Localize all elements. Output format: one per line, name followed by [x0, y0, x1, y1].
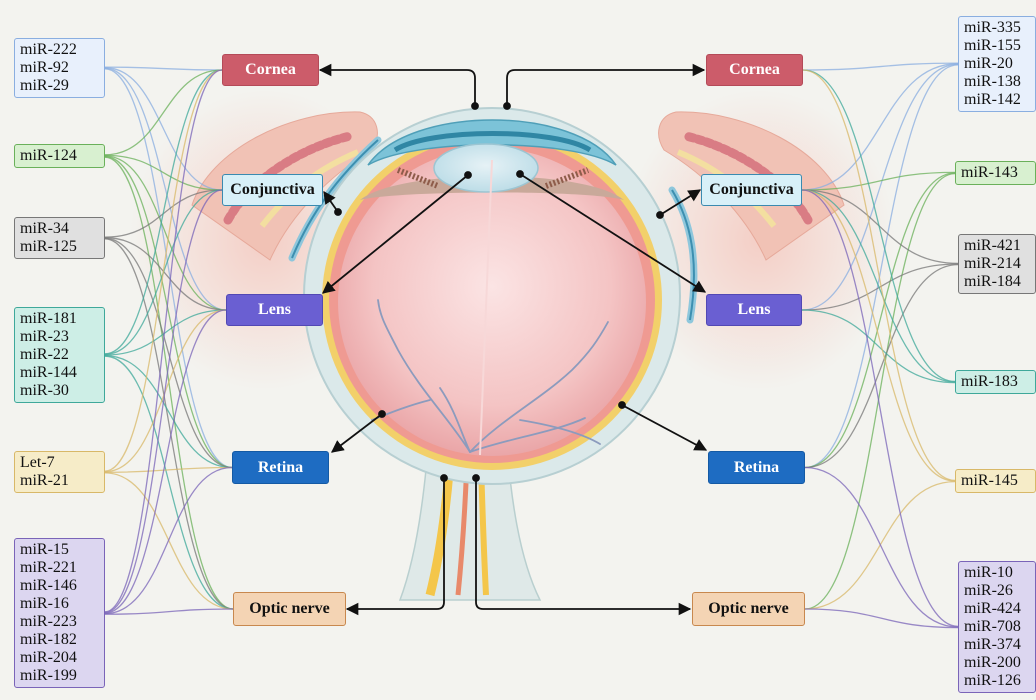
mirna-label: miR-204: [20, 649, 99, 667]
tissue-box-lens: Lens: [706, 294, 802, 326]
mirna-label: miR-183: [961, 373, 1030, 391]
tissue-box-retina: Retina: [232, 451, 329, 484]
mirna-label: miR-199: [20, 667, 99, 685]
mirna-label: miR-335: [964, 19, 1030, 37]
tissue-box-conjunctiva: Conjunctiva: [701, 174, 802, 206]
mirna-connection-curve: [105, 356, 233, 609]
mirna-connection-curve: [105, 609, 233, 614]
mirna-label: miR-182: [20, 631, 99, 649]
tissue-box-conjunctiva: Conjunctiva: [222, 174, 323, 206]
tissue-box-optic-nerve: Optic nerve: [692, 592, 805, 626]
mirna-label: miR-125: [20, 238, 99, 256]
mirna-label: miR-16: [20, 595, 99, 613]
mirna-label: miR-92: [20, 59, 99, 77]
mirna-group-box: miR-34 miR-125: [14, 217, 105, 259]
mirna-group-box: miR-15 miR-221 miR-146 miR-16 miR-223 mi…: [14, 538, 105, 688]
mirna-group-box: Let-7 miR-21: [14, 451, 105, 493]
mirna-label: miR-126: [964, 672, 1030, 690]
mirna-label: miR-181: [20, 310, 99, 328]
mirna-label: miR-22: [20, 346, 99, 364]
mirna-label: miR-708: [964, 618, 1030, 636]
mirna-label: miR-374: [964, 636, 1030, 654]
mirna-connection-curve: [805, 468, 958, 628]
mirna-label: miR-223: [20, 613, 99, 631]
mirna-label: miR-30: [20, 382, 99, 400]
mirna-label: miR-21: [20, 472, 99, 490]
mirna-label: miR-138: [964, 73, 1030, 91]
mirna-label: miR-146: [20, 577, 99, 595]
mirna-label: miR-421: [964, 237, 1030, 255]
mirna-label: miR-124: [20, 147, 99, 165]
mirna-label: miR-214: [964, 255, 1030, 273]
eyeball-illustration: [304, 108, 680, 484]
mirna-connection-curve: [803, 63, 958, 70]
tissue-box-retina: Retina: [708, 451, 805, 484]
mirna-connection-curve: [105, 468, 232, 473]
mirna-label: miR-142: [964, 91, 1030, 109]
tissue-box-lens: Lens: [226, 294, 323, 326]
mirna-group-box: miR-10 miR-26 miR-424 miR-708 miR-374 mi…: [958, 561, 1036, 693]
mirna-group-box: miR-143: [955, 161, 1036, 185]
mirna-label: miR-29: [20, 77, 99, 95]
mirna-group-box: miR-145: [955, 469, 1036, 493]
mirna-label: miR-221: [20, 559, 99, 577]
mirna-connection-curve: [105, 67, 222, 70]
mirna-group-box: miR-222 miR-92 miR-29: [14, 38, 105, 98]
mirna-label: miR-155: [964, 37, 1030, 55]
mirna-label: miR-222: [20, 41, 99, 59]
tissue-box-optic-nerve: Optic nerve: [233, 592, 346, 626]
mirna-label: miR-424: [964, 600, 1030, 618]
mirna-label: miR-144: [20, 364, 99, 382]
mirna-label: miR-26: [964, 582, 1030, 600]
mirna-label: miR-10: [964, 564, 1030, 582]
mirna-label: miR-20: [964, 55, 1030, 73]
mirna-group-box: miR-335 miR-155 miR-20 miR-138 miR-142: [958, 16, 1036, 112]
mirna-label: miR-143: [961, 164, 1030, 182]
tissue-box-cornea: Cornea: [706, 54, 803, 86]
mirna-label: miR-184: [964, 273, 1030, 291]
mirna-label: miR-34: [20, 220, 99, 238]
tissue-box-cornea: Cornea: [222, 54, 319, 86]
mirna-label: miR-15: [20, 541, 99, 559]
mirna-label: miR-200: [964, 654, 1030, 672]
mirna-label: miR-145: [961, 472, 1030, 490]
mirna-label: miR-23: [20, 328, 99, 346]
mirna-group-box: miR-421 miR-214 miR-184: [958, 234, 1036, 294]
mirna-label: Let-7: [20, 454, 99, 472]
mirna-group-box: miR-183: [955, 370, 1036, 394]
mirna-group-box: miR-181 miR-23 miR-22 miR-144 miR-30: [14, 307, 105, 403]
mirna-group-box: miR-124: [14, 144, 105, 168]
